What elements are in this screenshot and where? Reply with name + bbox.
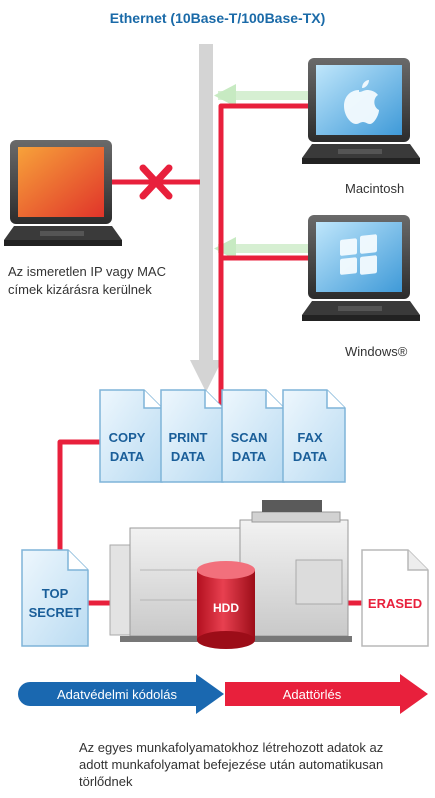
scan-data-label-1: SCAN <box>231 430 268 445</box>
unknown-laptop-icon <box>4 140 122 246</box>
erased-document <box>361 549 429 647</box>
bottom-description: Az egyes munkafolyamatokhoz létrehozott … <box>79 740 384 789</box>
ethernet-title: Ethernet (10Base-T/100Base-TX) <box>109 10 326 26</box>
apple-logo-icon <box>344 80 379 124</box>
windows-logo-icon <box>340 234 377 275</box>
windows-laptop-icon <box>302 215 420 321</box>
erase-arrow-label: Adattörlés <box>283 687 342 702</box>
copy-data-label-2: DATA <box>110 449 145 464</box>
blocked-x-icon <box>139 164 173 200</box>
hdd-label: HDD <box>213 601 239 615</box>
process-arrows <box>18 674 428 714</box>
print-data-label-2: DATA <box>171 449 206 464</box>
data-documents <box>99 389 346 483</box>
copy-data-document <box>99 389 163 483</box>
unknown-address-caption: Az ismeretlen IP vagy MAC címek kizárásr… <box>8 264 166 297</box>
fax-data-label-1: FAX <box>297 430 323 445</box>
windows-label: Windows® <box>345 344 408 359</box>
scan-data-label-2: DATA <box>232 449 267 464</box>
top-secret-label-2: SECRET <box>29 605 82 620</box>
hdd-cylinder-icon <box>197 561 255 649</box>
encrypt-arrow-label: Adatvédelmi kódolás <box>57 687 177 702</box>
fax-data-label-2: DATA <box>293 449 328 464</box>
print-data-document <box>160 389 224 483</box>
copy-data-label-1: COPY <box>109 430 146 445</box>
erased-label: ERASED <box>368 596 422 611</box>
macintosh-label: Macintosh <box>345 181 405 196</box>
allowed-connectors <box>214 84 308 260</box>
top-secret-document <box>21 549 89 647</box>
top-secret-label-1: TOP <box>42 586 69 601</box>
scan-data-document <box>221 389 285 483</box>
ethernet-backbone <box>190 44 222 392</box>
macintosh-laptop-icon <box>302 58 420 164</box>
print-data-label-1: PRINT <box>169 430 208 445</box>
fax-data-document <box>282 389 346 483</box>
